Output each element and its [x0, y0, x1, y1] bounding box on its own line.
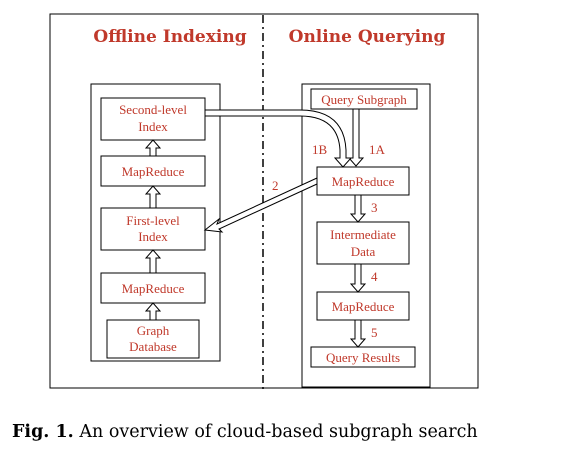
- graph-database-line1: Graph: [137, 323, 170, 338]
- arrow-mr-to-first: [144, 249, 162, 274]
- box-mapreduce-online-top: MapReduce: [316, 166, 410, 196]
- box-query-subgraph: Query Subgraph: [310, 88, 418, 110]
- mapreduce-offline-top-label: MapReduce: [122, 164, 185, 179]
- box-mapreduce-offline-top: MapReduce: [100, 155, 206, 187]
- query-subgraph-label: Query Subgraph: [321, 92, 407, 107]
- box-second-level-index: Second-level Index: [100, 97, 206, 141]
- arrow-1a: [347, 108, 365, 167]
- figure-caption: Fig. 1. An overview of cloud-based subgr…: [12, 422, 478, 442]
- box-query-results: Query Results: [310, 346, 416, 368]
- graph-database-line2: Database: [129, 339, 177, 354]
- step-4-label: 4: [371, 269, 378, 284]
- mapreduce-offline-bottom-label: MapReduce: [122, 281, 185, 296]
- first-level-line1: First-level: [126, 213, 180, 228]
- arrow-mr-to-second: [144, 139, 162, 157]
- arrow-graph-to-mr: [144, 302, 162, 321]
- intermediate-line1: Intermediate: [330, 227, 396, 242]
- step-2-label: 2: [272, 178, 279, 193]
- second-level-line2: Index: [138, 119, 168, 134]
- arrow-4: [349, 263, 367, 293]
- arrow-2: [203, 177, 318, 233]
- step-5-label: 5: [371, 325, 378, 340]
- caption-label: Fig. 1.: [12, 422, 74, 442]
- box-mapreduce-offline-bottom: MapReduce: [100, 272, 206, 304]
- mapreduce-online-top-label: MapReduce: [332, 174, 395, 189]
- heading-offline: Offline Indexing: [93, 27, 246, 47]
- query-results-label: Query Results: [326, 350, 400, 365]
- arrow-first-to-mr: [144, 185, 162, 209]
- step-3-label: 3: [371, 200, 378, 215]
- step-1a-label: 1A: [369, 142, 386, 157]
- arrow-1b: [204, 109, 353, 168]
- arrow-3: [349, 194, 367, 223]
- box-intermediate-data: Intermediate Data: [316, 221, 410, 265]
- step-1b-label: 1B: [312, 142, 328, 157]
- second-level-line1: Second-level: [119, 102, 187, 117]
- box-mapreduce-online-bottom: MapReduce: [316, 291, 410, 321]
- caption-text: An overview of cloud-based subgraph sear…: [79, 422, 478, 442]
- arrow-5: [349, 319, 367, 348]
- intermediate-line2: Data: [351, 244, 376, 259]
- box-graph-database: Graph Database: [106, 319, 200, 359]
- first-level-line2: Index: [138, 229, 168, 244]
- heading-online: Online Querying: [289, 27, 446, 47]
- box-first-level-index: First-level Index: [100, 207, 206, 251]
- mapreduce-online-bottom-label: MapReduce: [332, 299, 395, 314]
